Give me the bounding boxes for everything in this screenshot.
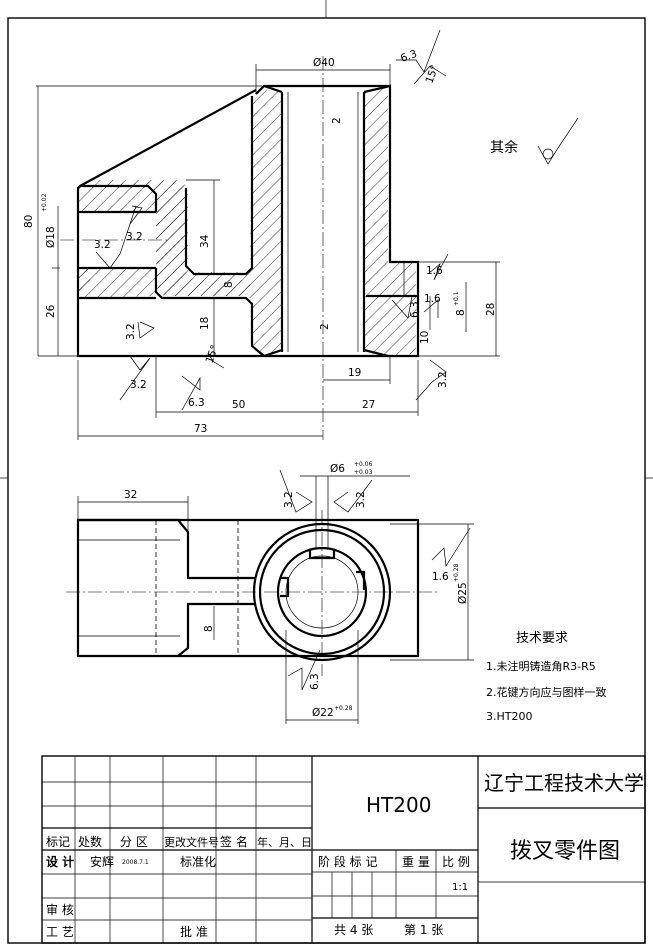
dim-d18-tol: +0.02: [41, 193, 48, 212]
dim-v8-top: 8: [203, 625, 215, 632]
dim-w50: 50: [232, 399, 245, 411]
dim-d6-tol-hi: +0.06: [354, 461, 373, 468]
dim-d6-tol-lo: +0.03: [354, 469, 373, 476]
dim-d18: Ø18: [45, 226, 57, 248]
surface-note: 其余: [490, 117, 579, 165]
angle-15-top: 15°: [424, 63, 442, 85]
rev-header: 更改文件号: [164, 835, 219, 849]
dim-d8: 8: [455, 309, 467, 316]
ra-32-d: 3.2: [130, 379, 147, 391]
dim-d6: Ø6: [330, 463, 345, 475]
school-name: 辽宁工程技术大学: [484, 771, 644, 795]
dim-v2-top: 2: [331, 117, 343, 124]
designer-name: 安辉: [90, 854, 114, 869]
drawing-name: 拨叉零件图: [510, 839, 620, 864]
dim-h34: 34: [199, 234, 211, 248]
dim-d8-tol: +0.1: [453, 291, 460, 306]
tech-req-item: 3.HT200: [486, 710, 532, 723]
top-outline: [76, 518, 420, 658]
dim-v8: 8: [223, 281, 235, 288]
process-label: 工 艺: [46, 925, 74, 939]
dim-d40: Ø40: [313, 57, 335, 69]
front-hatch-hub-left: [248, 88, 282, 356]
top-view: 32 Ø6 +0.06 +0.03 3.2 3.2 1.6 Ø25 +0.28 …: [66, 461, 474, 724]
weight-label: 重 量: [402, 855, 430, 869]
dim-w32: 32: [124, 489, 137, 501]
ra-32-r: 3.2: [355, 491, 367, 508]
rev-header: 签 名: [220, 834, 248, 849]
scale-value: 1:1: [452, 882, 468, 893]
dim-v2-bot: 2: [319, 323, 331, 330]
top-ra-symbols: [279, 469, 471, 691]
dim-h80: 80: [23, 215, 35, 228]
ra-32-l: 3.2: [283, 491, 295, 508]
dim-d22: Ø22: [312, 707, 334, 719]
front-hatch-hub-right: [364, 88, 416, 356]
ra-63-right: 6.3: [409, 301, 421, 318]
design-label: 设 计: [46, 854, 74, 869]
rev-header: 分 区: [120, 835, 148, 849]
ra-63-top: 6.3: [399, 48, 419, 65]
title-block: 标记 处数 分 区 更改文件号 签 名 年、月、日 设 计 安辉 2008.7.…: [41, 755, 646, 944]
ra-16-a: 1.6: [426, 265, 443, 277]
dim-h18: 18: [199, 317, 211, 330]
tech-req-title: 技术要求: [516, 631, 568, 646]
top-arm-outline: [78, 518, 256, 657]
dim-d25: Ø25: [457, 582, 469, 604]
ra-63-bottom: 6.3: [188, 397, 205, 409]
dim-w73: 73: [194, 423, 207, 435]
dim-w27: 27: [362, 399, 375, 411]
angle-15-bot: 15°: [204, 343, 222, 365]
front-hatch-arm-low: [78, 268, 156, 298]
tech-req-item: 2.花键方向应与图样一致: [486, 685, 607, 699]
ra-16: 1.6: [432, 571, 449, 583]
rev-header: 年、月、日: [257, 835, 312, 849]
ra-32-a: 3.2: [94, 239, 111, 251]
design-date: 2008.7.1: [122, 859, 149, 866]
stage-label: 阶 段 标 记: [318, 854, 377, 869]
roughness-circle-icon: [542, 148, 554, 160]
sheets-total: 共 4 张: [334, 923, 373, 937]
material-name: HT200: [366, 793, 431, 817]
dim-w19: 19: [348, 367, 361, 379]
front-view: Ø40 6.3 15° 2 2 80 Ø18 +0.02 34 8 26 18 …: [23, 29, 500, 440]
tech-req-item: 1.未注明铸造角R3-R5: [486, 659, 596, 673]
surface-note-label: 其余: [490, 139, 518, 156]
tech-requirements: 技术要求 1.未注明铸造角R3-R5 2.花键方向应与图样一致 3.HT200: [486, 631, 607, 723]
ra-16-b: 1.6: [424, 293, 441, 305]
dim-h10: 10: [419, 331, 431, 344]
dim-h26: 26: [45, 304, 57, 318]
review-label: 审 核: [46, 902, 74, 917]
dim-d22-tol: +0.28: [334, 705, 353, 712]
rev-header: 标记: [46, 835, 70, 849]
ra-32-e: 3.2: [437, 371, 449, 388]
sheet-number: 第 1 张: [404, 923, 443, 937]
dim-h28: 28: [485, 303, 497, 316]
approve-label: 批 准: [180, 924, 208, 939]
standard-label: 标准化: [180, 855, 216, 869]
scale-label: 比 例: [442, 855, 470, 869]
dim-d25-tol: +0.28: [453, 563, 460, 582]
rev-header: 处数: [78, 834, 102, 849]
front-ra-symbols: [95, 29, 449, 411]
ra-32-b: 3.2: [126, 231, 143, 243]
ra-63-top-view: 6.3: [309, 673, 321, 690]
ra-32-c: 3.2: [125, 323, 137, 340]
